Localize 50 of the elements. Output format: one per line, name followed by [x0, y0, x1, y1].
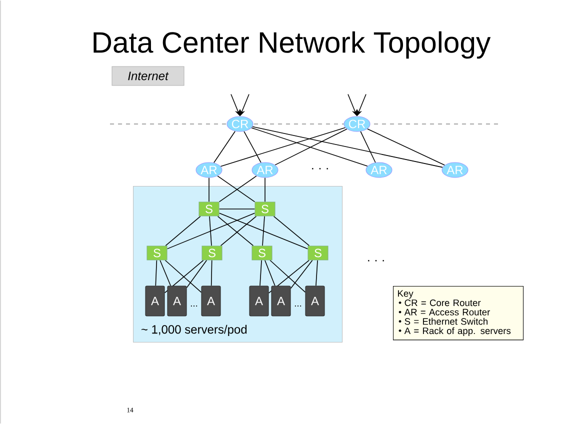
link-line	[244, 131, 262, 163]
access-router: AR	[196, 162, 222, 178]
internet-box: Internet	[112, 66, 184, 86]
link-line	[274, 128, 348, 166]
server-rack: A	[145, 286, 165, 316]
switch-box: S	[254, 202, 276, 216]
switch-box: S	[308, 246, 328, 260]
link-line	[213, 130, 236, 164]
link-line	[186, 260, 208, 288]
server-rack: A	[201, 286, 221, 316]
link-line	[218, 212, 308, 250]
switch-box: S	[252, 246, 272, 260]
link-line	[218, 208, 256, 210]
server-rack: A	[305, 286, 325, 316]
link-line	[220, 127, 346, 167]
server-rack: A	[167, 286, 187, 316]
link-line	[260, 260, 262, 286]
server-rack: A	[271, 286, 291, 316]
core-router: CR	[344, 116, 370, 132]
link-line	[273, 216, 310, 246]
server-rack: A	[249, 286, 269, 316]
link-line	[252, 126, 443, 168]
link-line	[209, 216, 212, 246]
switch-box: S	[146, 246, 168, 260]
link-line	[251, 127, 368, 167]
access-router: AR	[252, 162, 278, 178]
core-router: CR	[226, 116, 254, 132]
ellipsis: · · ·	[312, 168, 328, 170]
link-line	[155, 260, 158, 286]
link-line	[264, 260, 276, 286]
access-router: AR	[442, 162, 468, 178]
switch-box: S	[202, 246, 222, 260]
ellipsis: · · ·	[368, 260, 384, 262]
link-line	[208, 177, 210, 202]
ellipsis: ...	[190, 305, 198, 306]
link-line	[210, 260, 212, 286]
link-line	[165, 216, 201, 246]
link-line	[262, 216, 265, 246]
link-line	[264, 177, 266, 202]
title: Data Center Network Topology	[94, 31, 491, 59]
access-router: AR	[366, 162, 392, 178]
link-line	[366, 128, 446, 166]
key-box: Key CR = Core Router AR = Access Router S = Ethernet Switch A = Rack of app. servers	[393, 286, 524, 340]
link-line	[316, 260, 318, 286]
link-line	[290, 260, 313, 289]
ellipsis: ...	[294, 305, 302, 306]
switch-box: S	[198, 202, 220, 216]
link-line	[160, 260, 172, 286]
link-line	[166, 212, 256, 250]
link-line	[360, 131, 376, 163]
